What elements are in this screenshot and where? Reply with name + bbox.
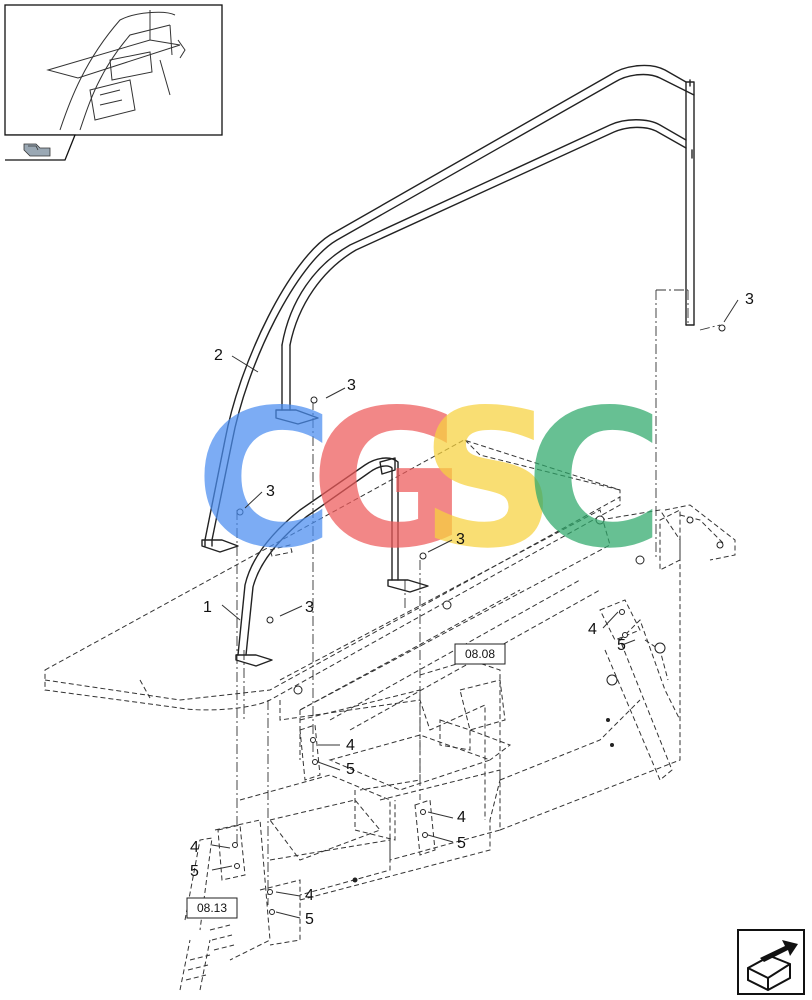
callout-label: 4 xyxy=(305,887,314,904)
callout-label: 2 xyxy=(214,347,223,364)
reference-box-b[interactable]: 08.13 xyxy=(186,897,238,919)
watermark: C G S C xyxy=(195,369,664,590)
callout-label: 3 xyxy=(266,483,275,500)
callout-label: 4 xyxy=(588,621,597,638)
callout-label: 3 xyxy=(305,599,314,616)
reference-label: 08.13 xyxy=(197,901,227,915)
next-page-button[interactable] xyxy=(737,929,805,995)
watermark-letter: S xyxy=(420,369,557,590)
callout-label: 5 xyxy=(305,911,314,928)
handrail-large xyxy=(201,64,695,553)
callout-label: 3 xyxy=(745,291,754,308)
locator-thumbnail-icon xyxy=(23,143,51,157)
callout-label: 3 xyxy=(347,377,356,394)
watermark-letter: C xyxy=(195,369,334,590)
reference-label: 08.08 xyxy=(465,647,495,661)
callout-label: 4 xyxy=(457,809,466,826)
steps-frame-outline xyxy=(179,504,736,991)
next-page-arrow-icon xyxy=(747,940,798,992)
callout-label: 5 xyxy=(190,863,199,880)
callout-label: 5 xyxy=(617,637,626,654)
callouts: 2 1 3 3 3 3 3 4 5 4 5 4 5 4 5 4 5 xyxy=(190,291,754,928)
callout-label: 4 xyxy=(190,839,199,856)
callout-label: 3 xyxy=(456,531,465,548)
locator-thumbnail[interactable] xyxy=(4,4,223,161)
handrail-small xyxy=(235,457,429,667)
callout-label: 1 xyxy=(203,599,212,616)
fasteners xyxy=(232,324,726,915)
callout-leaders xyxy=(211,299,739,919)
callout-label: 5 xyxy=(457,835,466,852)
platform-outline xyxy=(44,439,621,760)
watermark-letter: C xyxy=(525,369,664,590)
callout-label: 5 xyxy=(346,761,355,778)
watermark-letter: G xyxy=(310,369,466,590)
reference-box-a[interactable]: 08.08 xyxy=(454,643,506,665)
callout-label: 4 xyxy=(346,737,355,754)
